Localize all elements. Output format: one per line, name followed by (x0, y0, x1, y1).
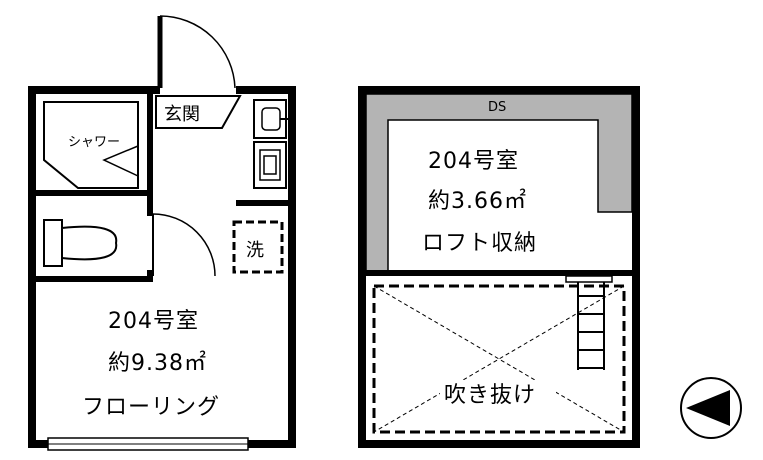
loft-room-number: 204号室 (428, 149, 519, 174)
entrance: 玄関 (155, 95, 242, 129)
entrance-label: 玄関 (164, 104, 200, 125)
loft-room-area: 約3.66㎡ (428, 188, 527, 214)
laundry-label: 洗 (246, 240, 264, 261)
window (47, 437, 249, 451)
toilet (43, 219, 118, 267)
room-type: フローリング (82, 395, 220, 420)
duct-label: DS (488, 100, 506, 115)
toilet-door[interactable] (152, 213, 216, 277)
void-label: 吹き抜け (444, 383, 536, 408)
loft-floor: DS 204号室 約3.66㎡ ロフト収納 吹き抜け (358, 86, 640, 448)
shower-label: シャワー (68, 135, 120, 150)
sink (253, 99, 290, 139)
shower-unit: シャワー (43, 101, 139, 189)
void-area: 吹き抜け (372, 284, 626, 434)
ladder (565, 275, 613, 370)
loft-outer-wall (358, 86, 640, 448)
loft-edge (366, 270, 632, 276)
entrance-door[interactable] (157, 15, 236, 89)
interior-wall (36, 94, 288, 282)
room-area: 約9.38㎡ (108, 350, 207, 376)
main-floor: シャワー 玄関 (28, 15, 296, 451)
stove (253, 141, 287, 189)
north-arrow-icon (680, 377, 742, 439)
laundry-space: 洗 (232, 220, 284, 274)
loft-room-type: ロフト収納 (422, 231, 537, 256)
room-number: 204号室 (108, 309, 199, 334)
